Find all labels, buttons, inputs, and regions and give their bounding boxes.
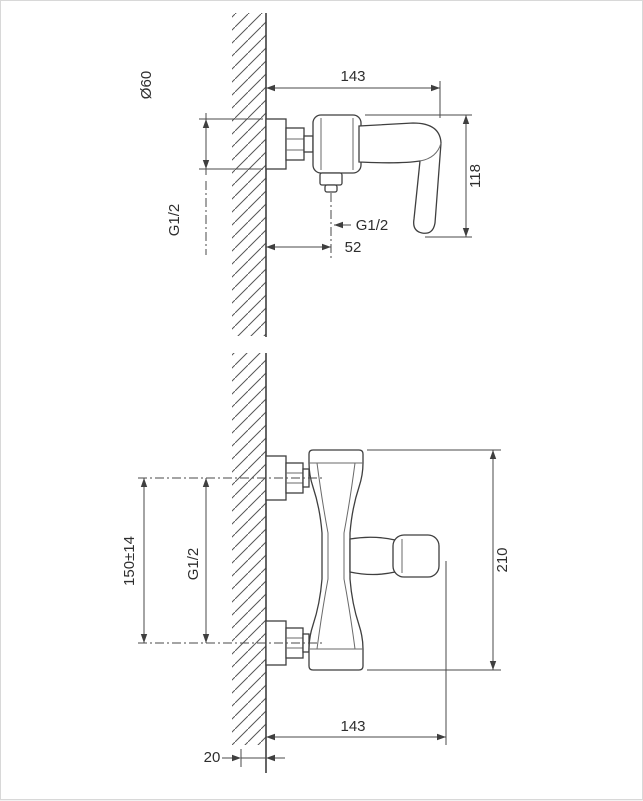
body-detail-line bbox=[316, 462, 329, 650]
connector-stub bbox=[303, 135, 314, 153]
wall-hatch-side-view bbox=[232, 353, 266, 745]
dim-text-inlet-spacing: 150±14 bbox=[121, 536, 138, 586]
arrowhead bbox=[334, 221, 343, 229]
arrowhead bbox=[266, 243, 275, 251]
inlet-thread-label-top: G1/2 bbox=[166, 181, 207, 255]
arrowhead bbox=[202, 634, 210, 643]
arrowhead bbox=[437, 733, 446, 741]
dim-text-overall-width: 118 bbox=[467, 164, 484, 188]
arrowhead bbox=[489, 450, 497, 459]
hex-nut bbox=[285, 127, 305, 161]
dim-projection-top: 143 bbox=[266, 68, 441, 118]
handle-knob bbox=[392, 534, 440, 578]
arrowhead bbox=[202, 160, 210, 169]
label-text-inlet-thread-side: G1/2 bbox=[185, 548, 202, 581]
handle-neck bbox=[349, 536, 396, 576]
arrowhead bbox=[266, 733, 275, 741]
dim-overall-height: 210 bbox=[367, 449, 511, 671]
outlet-tip bbox=[324, 184, 338, 193]
label-text-outlet-thread: G1/2 bbox=[356, 217, 389, 234]
dim-text-outlet-offset: 52 bbox=[345, 239, 362, 256]
dim-escutcheon-diameter: Ø60 bbox=[138, 71, 263, 175]
shower-outlet-top-view bbox=[319, 172, 343, 259]
label-text-inlet-thread-top: G1/2 bbox=[166, 204, 183, 237]
arrowhead bbox=[431, 84, 440, 92]
body-outline bbox=[312, 114, 362, 174]
body-detail-line bbox=[343, 462, 356, 650]
dim-inlet-spacing: 150±14 bbox=[121, 478, 148, 643]
dim-text-projection-side: 143 bbox=[340, 718, 365, 735]
mixer-body-top-view bbox=[312, 114, 362, 174]
outlet-stub bbox=[319, 172, 343, 186]
wall-hatch-top-view bbox=[232, 13, 266, 336]
dim-text-overall-height: 210 bbox=[494, 547, 511, 572]
side-view: 150±14 G1/2 210 143 bbox=[121, 353, 511, 773]
arrowhead bbox=[266, 754, 275, 762]
arrowhead bbox=[462, 115, 470, 124]
dim-wall-depth: 20 bbox=[204, 749, 285, 767]
dim-text-escutcheon-diameter: Ø60 bbox=[138, 71, 155, 99]
arrowhead bbox=[140, 478, 148, 487]
handle-outline bbox=[358, 122, 442, 234]
arrowhead bbox=[202, 119, 210, 128]
top-view: 143 118 Ø60 G1/2 G1/2 bbox=[138, 13, 484, 337]
arrowhead bbox=[462, 228, 470, 237]
inlet-thread-label-side: G1/2 bbox=[185, 478, 210, 643]
body-outline bbox=[308, 449, 364, 671]
outlet-thread-label: G1/2 bbox=[334, 217, 388, 234]
escutcheon-flange bbox=[265, 118, 287, 170]
dim-overall-width-top: 118 bbox=[365, 114, 484, 238]
dim-projection-side: 143 bbox=[266, 561, 447, 745]
arrowhead bbox=[232, 754, 241, 762]
arrowhead bbox=[202, 478, 210, 487]
arrowhead bbox=[489, 661, 497, 670]
handle-detail-line bbox=[419, 142, 442, 162]
arrowhead bbox=[140, 634, 148, 643]
lever-handle-top-view bbox=[358, 122, 442, 234]
arrowhead bbox=[266, 84, 275, 92]
mixer-body-side-view bbox=[308, 449, 364, 671]
escutcheon-top-view bbox=[265, 118, 314, 170]
arrowhead bbox=[322, 243, 331, 251]
dim-text-wall-depth: 20 bbox=[204, 749, 221, 766]
lever-handle-side-view bbox=[349, 534, 440, 578]
dim-text-projection-top: 143 bbox=[340, 68, 365, 85]
dim-outlet-offset: 52 bbox=[266, 239, 361, 256]
